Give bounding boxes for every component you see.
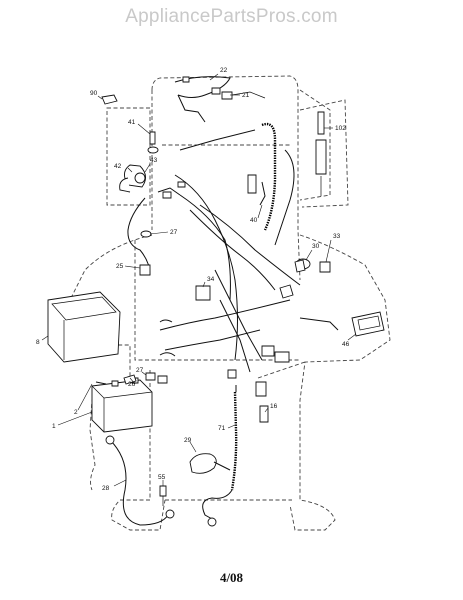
callout-29: 29	[184, 437, 192, 444]
leader-lines	[41, 73, 357, 487]
callout-33: 33	[333, 233, 341, 240]
callout-8: 8	[36, 339, 40, 346]
callout-27-lower: 27	[136, 367, 144, 374]
callout-2: 2	[74, 409, 78, 416]
callout-labels: 22 21 90 41 43 42 102 40 27 25 30 33 34 …	[36, 67, 350, 492]
callout-26: 26	[128, 381, 136, 388]
callout-71: 71	[218, 425, 226, 432]
harness-22-21	[174, 76, 266, 123]
part-71-coil-wire	[202, 385, 238, 527]
part-1-battery	[91, 372, 168, 433]
callout-55: 55	[158, 474, 166, 481]
callout-43: 43	[150, 157, 158, 164]
callout-40: 40	[250, 217, 258, 224]
part-34-switch	[195, 285, 211, 301]
callout-22: 22	[220, 67, 228, 74]
callout-34: 34	[207, 276, 215, 283]
callout-27-upper: 27	[170, 229, 178, 236]
main-wiring-harness	[157, 174, 339, 397]
part-16-switch	[259, 405, 269, 423]
callout-90: 90	[90, 90, 98, 97]
callout-1: 1	[52, 423, 56, 430]
callout-102: 102	[335, 125, 346, 132]
part-29-connector	[189, 453, 231, 474]
part-90-connector	[101, 94, 118, 105]
part-25-27-left-harness	[127, 197, 152, 276]
callout-28: 28	[102, 485, 110, 492]
watermark: AppliancePartsPros.com	[125, 6, 338, 27]
ignition-switch-assembly	[119, 131, 159, 193]
tractor-outline	[69, 75, 391, 531]
part-102-fuse	[315, 111, 327, 196]
part-46-module	[351, 311, 385, 337]
part-28-battery-cable	[105, 435, 175, 526]
callout-42: 42	[114, 163, 122, 170]
part-30-33-switches	[294, 258, 331, 273]
part-40-coil-harness	[179, 122, 295, 246]
callout-25: 25	[116, 263, 124, 270]
part-55-bolt	[159, 485, 167, 506]
callout-41: 41	[128, 119, 136, 126]
page-code: 4/08	[219, 570, 244, 585]
callout-30: 30	[312, 243, 320, 250]
part-8-battery-tray	[47, 291, 121, 363]
callout-21: 21	[242, 92, 250, 99]
callout-16: 16	[270, 403, 278, 410]
callout-46: 46	[342, 341, 350, 348]
